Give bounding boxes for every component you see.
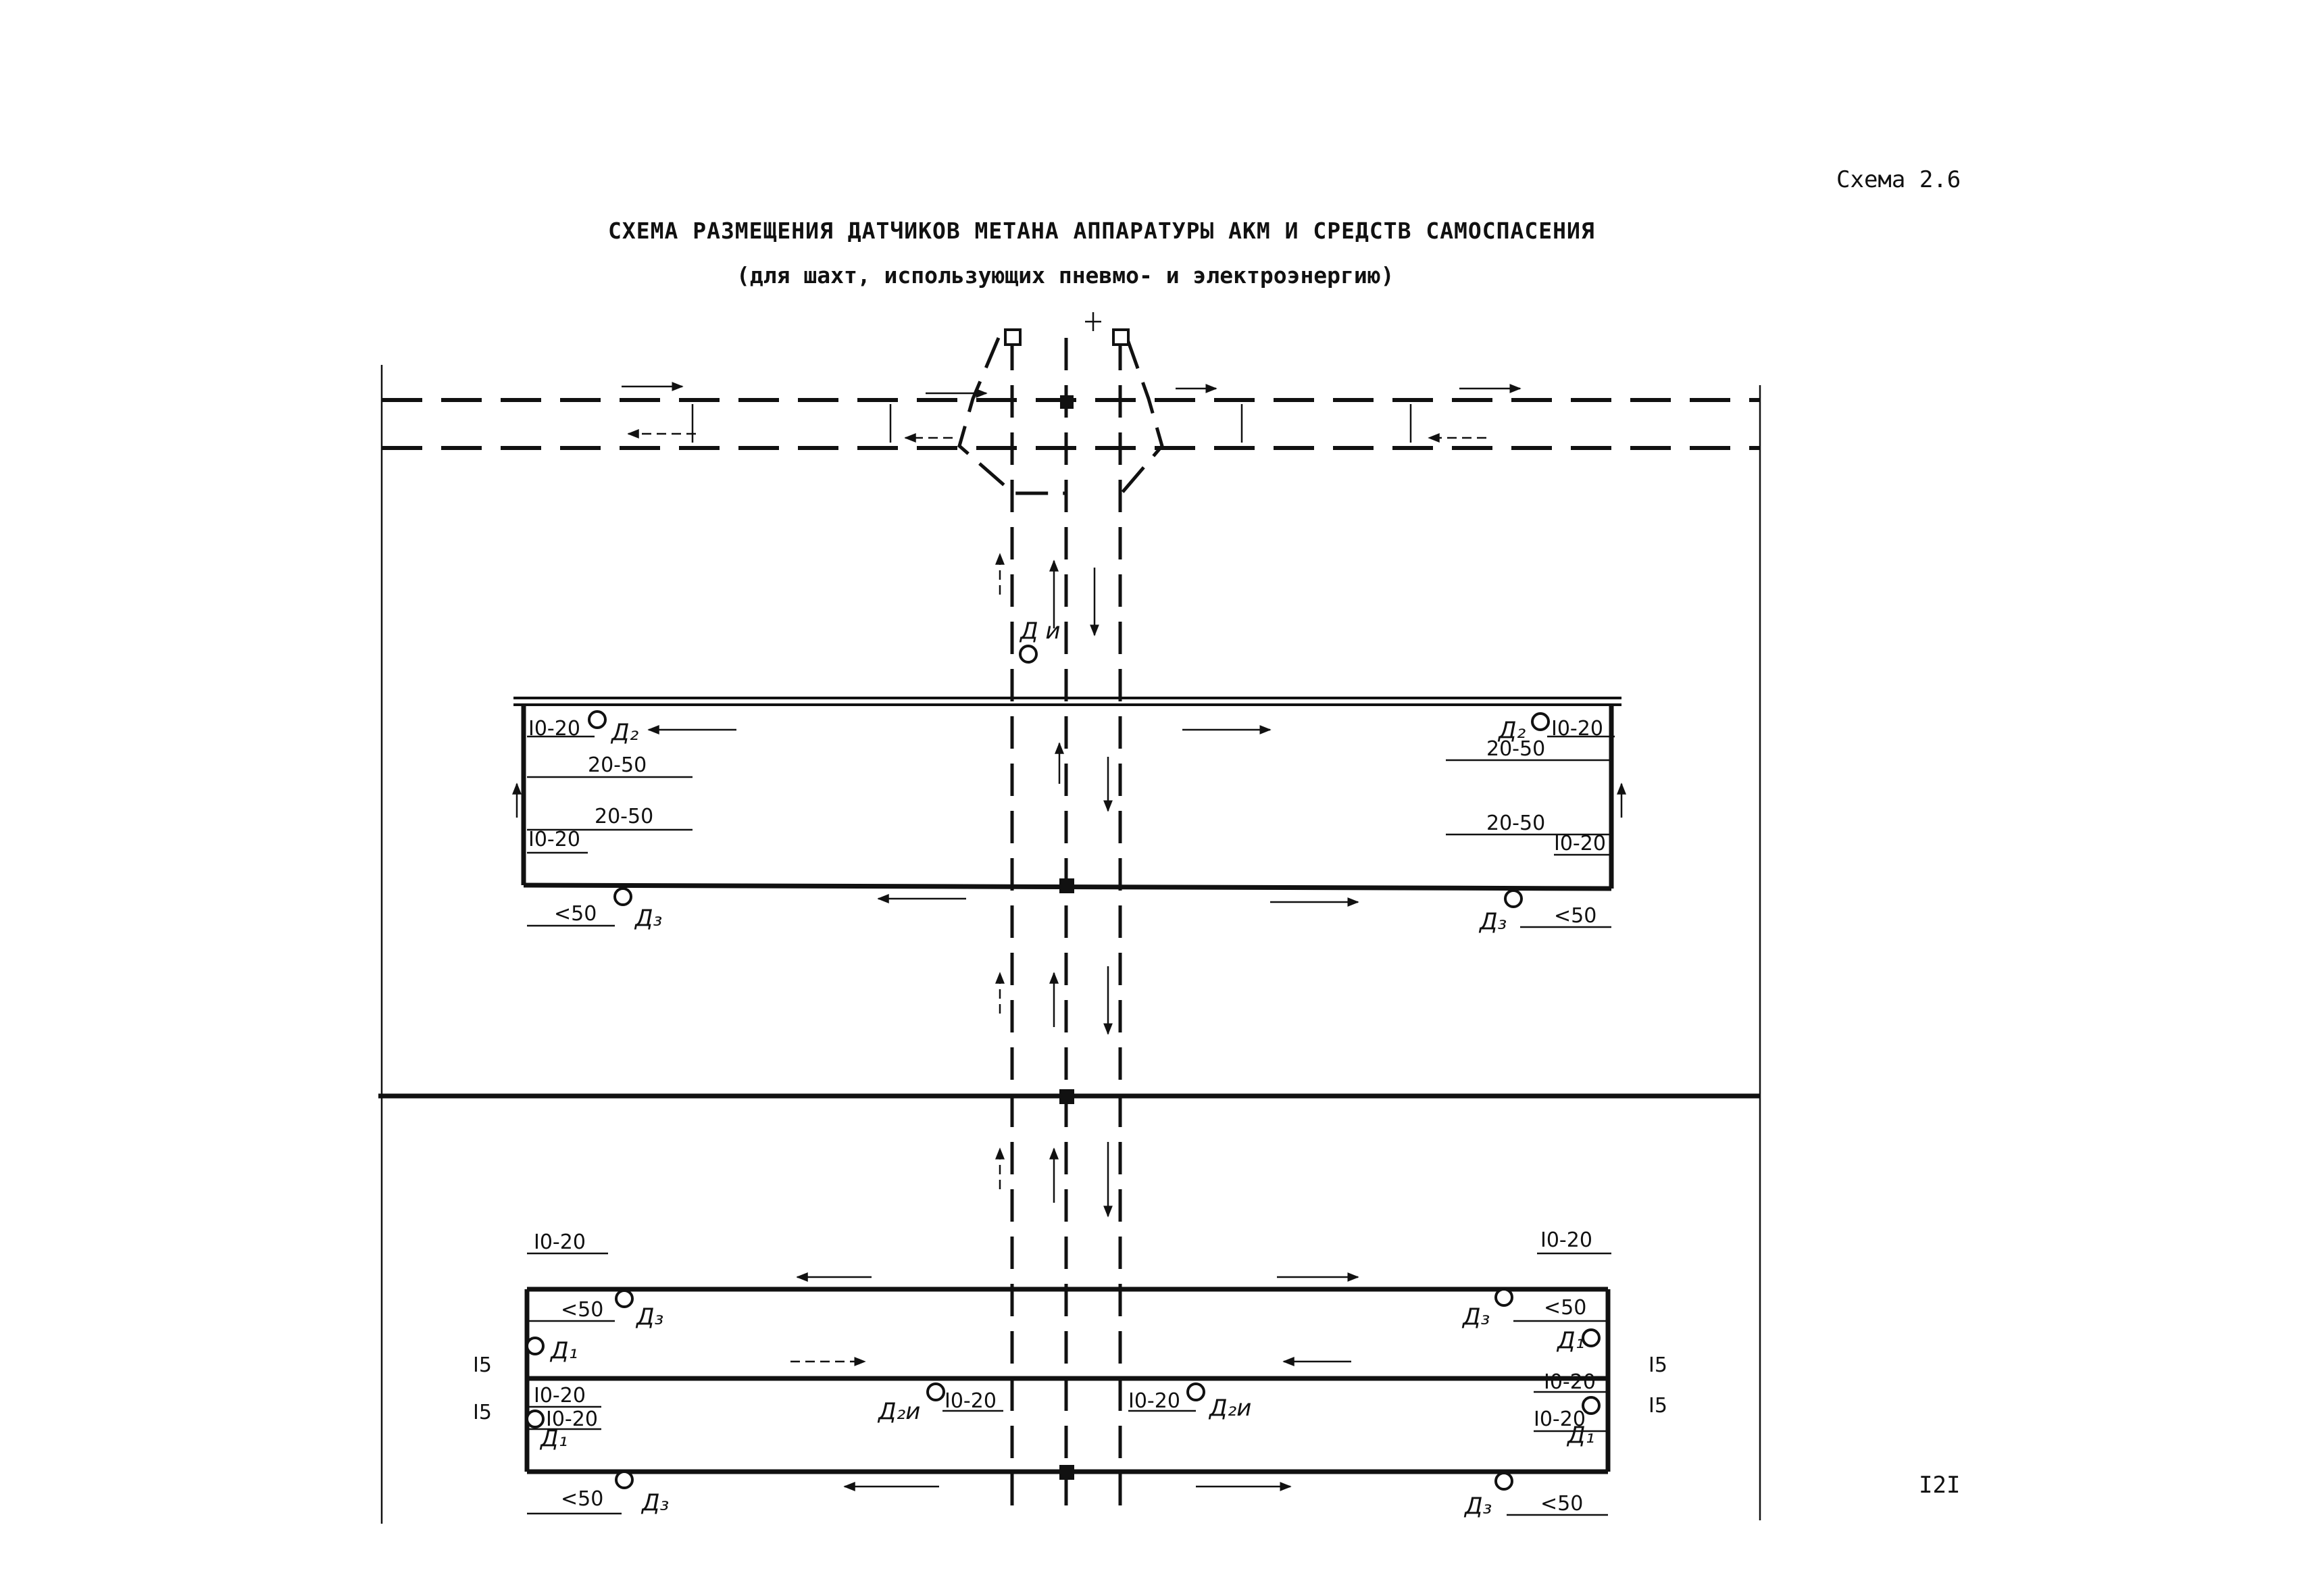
middle-shaft-node	[1059, 1089, 1074, 1104]
svg-text:Д₁: Д₁	[549, 1337, 578, 1364]
svg-text:I0-20: I0-20	[528, 828, 580, 851]
svg-text:Д₃: Д₃	[1461, 1303, 1490, 1330]
svg-text:20-50: 20-50	[1486, 737, 1545, 761]
svg-text:I0-20: I0-20	[534, 1384, 586, 1407]
central-shaft	[957, 312, 1164, 1507]
svg-text:I0-20: I0-20	[1128, 1389, 1180, 1413]
svg-text:Д₃: Д₃	[635, 1303, 663, 1330]
svg-text:Д₃: Д₃	[1463, 1493, 1492, 1520]
svg-text:Д₁: Д₁	[1566, 1422, 1594, 1449]
svg-text:<50: <50	[1540, 1492, 1583, 1516]
svg-text:I0-20: I0-20	[1544, 1370, 1596, 1394]
svg-text:Д₃: Д₃	[634, 905, 662, 932]
svg-text:Д₃: Д₃	[1478, 908, 1507, 935]
svg-text:<50: <50	[1554, 904, 1596, 928]
svg-text:I5: I5	[1649, 1394, 1667, 1418]
svg-text:I0-20: I0-20	[528, 717, 580, 741]
svg-text:I0-20: I0-20	[945, 1389, 997, 1413]
svg-text:20-50: 20-50	[588, 753, 647, 777]
svg-text:Д₁: Д₁	[1556, 1327, 1584, 1354]
svg-text:Д₂и: Д₂и	[877, 1398, 920, 1425]
svg-text:Д₂и: Д₂и	[1208, 1395, 1251, 1422]
svg-text:I0-20: I0-20	[1551, 717, 1603, 741]
svg-text:<50: <50	[1544, 1296, 1586, 1320]
svg-text:I5: I5	[473, 1353, 492, 1377]
diagram-title: СХЕМА РАЗМЕЩЕНИЯ ДАТЧИКОВ МЕТАНА АППАРАТ…	[608, 218, 1595, 244]
svg-text:I0-20: I0-20	[1540, 1228, 1592, 1252]
svg-text:I0-20: I0-20	[534, 1230, 586, 1254]
svg-text:Д₂: Д₂	[610, 719, 639, 746]
svg-text:I5: I5	[1649, 1353, 1667, 1377]
svg-text:20-50: 20-50	[595, 805, 653, 828]
svg-text:I5: I5	[473, 1401, 492, 1424]
svg-text:Д₂: Д₂	[1497, 717, 1526, 744]
svg-text:20-50: 20-50	[1486, 812, 1545, 835]
svg-text:I0-20: I0-20	[1554, 832, 1606, 855]
svg-text:Д₃: Д₃	[640, 1489, 669, 1516]
scheme-label: Схема 2.6	[1836, 166, 1961, 193]
svg-text:I0-20: I0-20	[546, 1407, 598, 1431]
diagram-subtitle: (для шахт, использующих пневмо- и электр…	[736, 262, 1394, 289]
svg-text:Д и: Д и	[1019, 618, 1060, 645]
upper-panel: Д и Д₂ Д₂ Д₃ Д₃ I0-20 I0-20 20-50 20-50 …	[512, 618, 1626, 935]
svg-text:<50: <50	[554, 902, 597, 926]
svg-text:I0-20: I0-20	[1534, 1407, 1586, 1431]
lower-panel: Д₁ Д₁ Д₁ Д₁ Д₃ Д₃ Д₃ Д₃ Д₂и Д₂и I0-20 I0…	[473, 1228, 1667, 1520]
svg-text:<50: <50	[561, 1298, 603, 1322]
svg-text:<50: <50	[561, 1487, 603, 1511]
page-number: I2I	[1919, 1472, 1961, 1499]
